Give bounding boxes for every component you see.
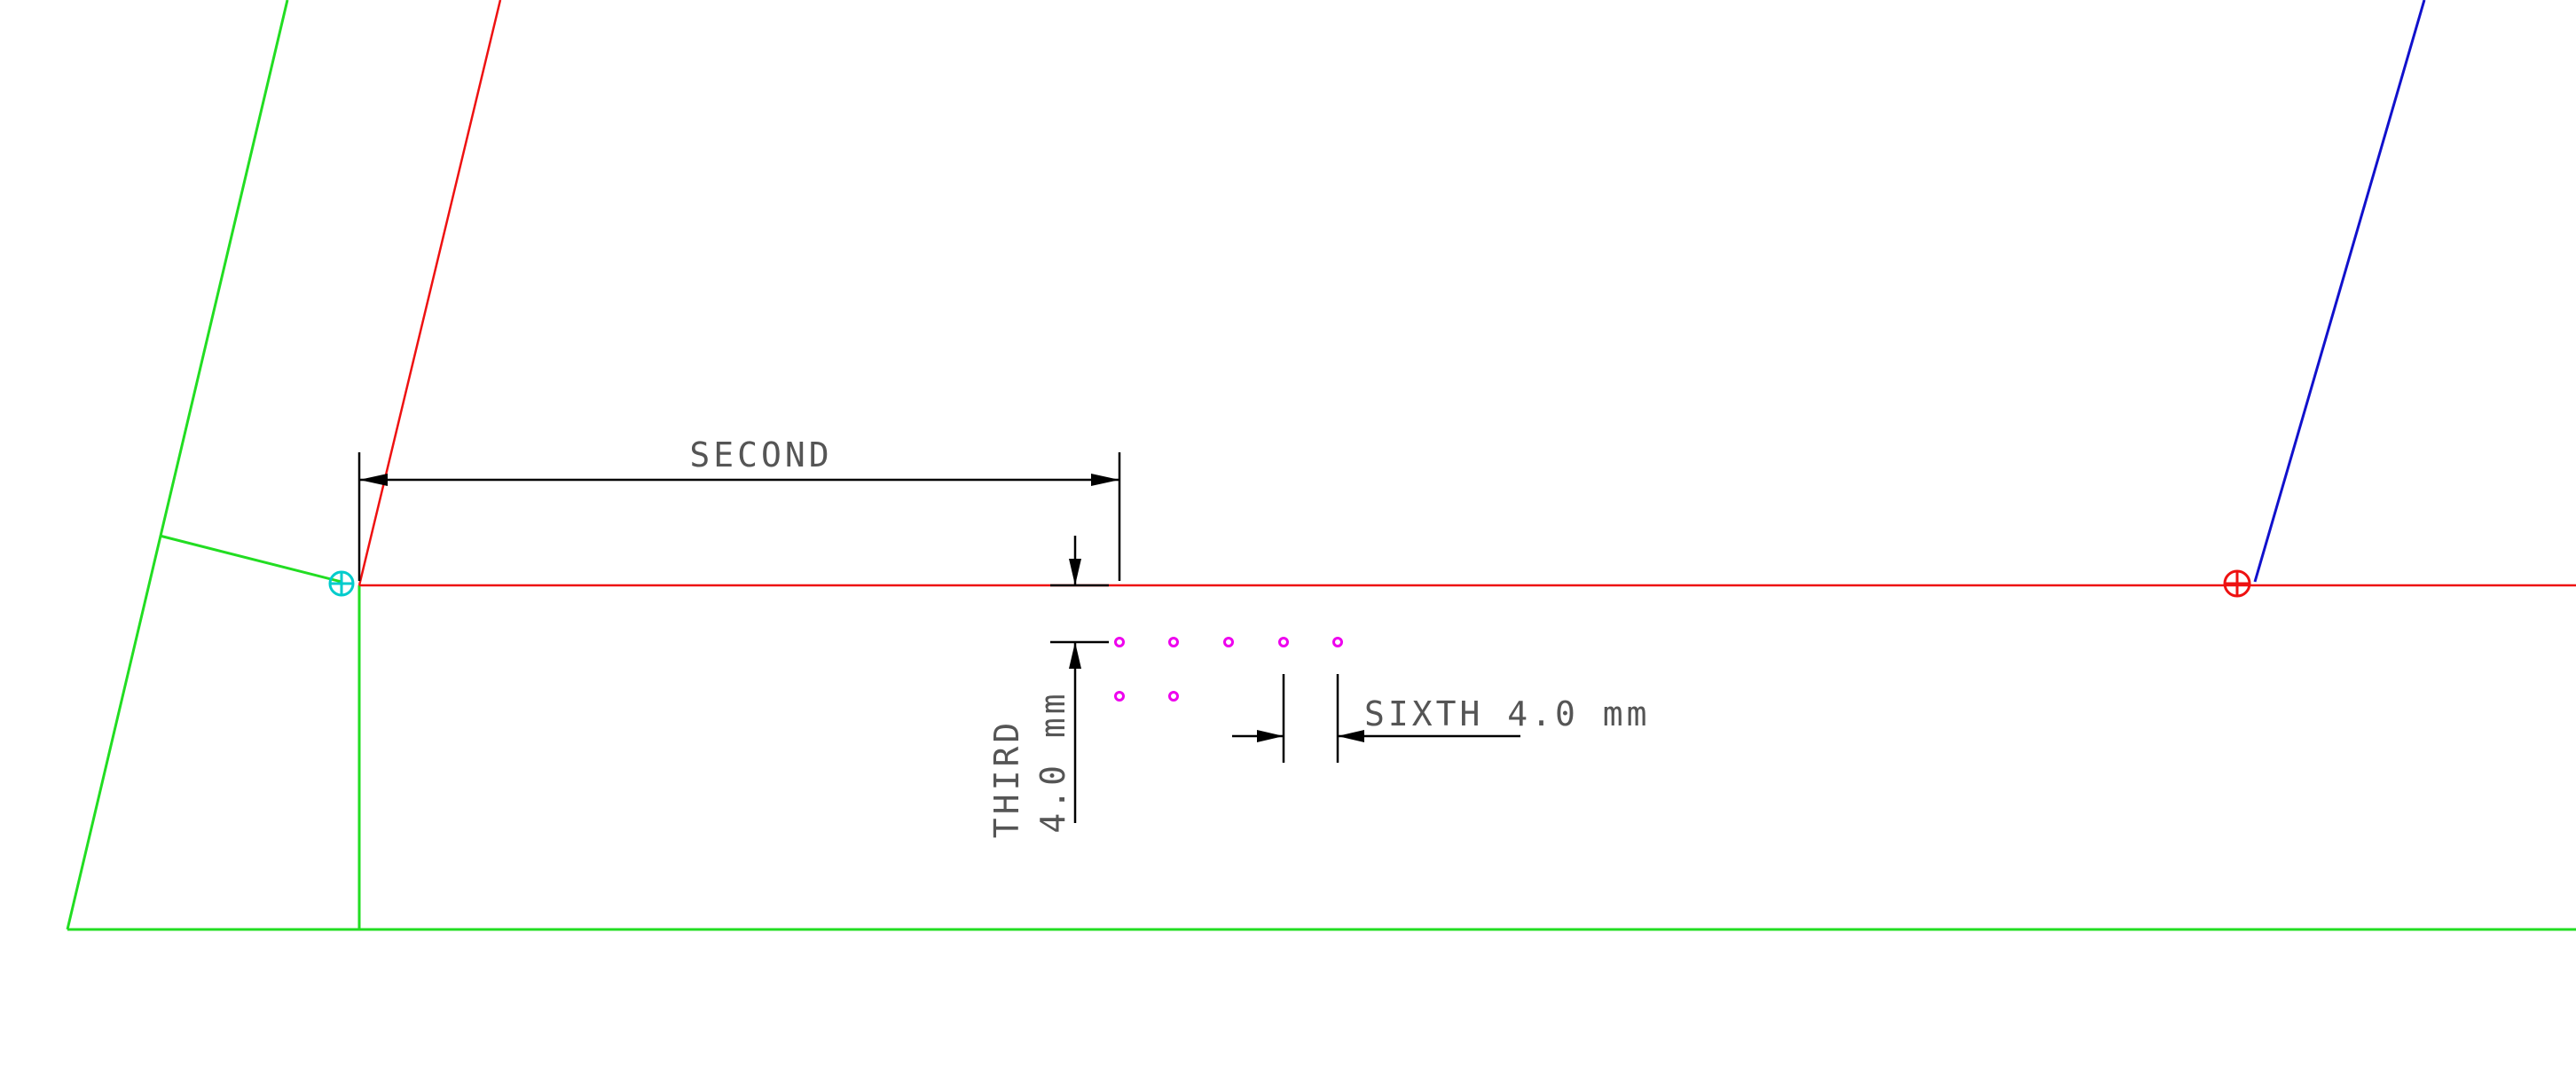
third-dimension-value: 4.0 mm: [1033, 690, 1072, 833]
grid-dot: [1114, 637, 1125, 647]
blue-slanted-edge: [2253, 0, 2426, 583]
second-arrow-right: [1091, 474, 1119, 486]
cyan-crosshair-icon: [328, 570, 355, 597]
third-arrow-top: [1069, 559, 1081, 585]
third-arrow-bottom: [1069, 642, 1081, 669]
second-arrow-left: [359, 474, 388, 486]
red-geometry: [357, 0, 2576, 587]
grid-dot: [1223, 637, 1234, 647]
grid-dot: [1278, 637, 1289, 647]
green-outer-slanted-edge: [66, 0, 289, 930]
red-slanted-edge: [357, 0, 502, 586]
sixth-arrow-right: [1338, 730, 1364, 742]
grid-dot: [1332, 637, 1343, 647]
green-connector-edge: [159, 534, 342, 584]
red-crosshair-icon: [2223, 569, 2251, 598]
dimension-third: [1050, 536, 1109, 823]
dimension-second: [357, 452, 1121, 581]
sixth-dimension-label: SIXTH 4.0 mm: [1364, 694, 1651, 733]
dimension-sixth: [1232, 674, 1520, 763]
magenta-dot-grid: [1114, 637, 1343, 702]
sixth-arrow-left: [1257, 730, 1284, 742]
grid-dot: [1168, 637, 1179, 647]
second-dimension-label: SECOND: [689, 435, 832, 474]
green-geometry: [66, 0, 2576, 931]
grid-dot: [1114, 691, 1125, 702]
third-dimension-label: THIRD: [987, 719, 1026, 838]
grid-dot: [1168, 691, 1179, 702]
